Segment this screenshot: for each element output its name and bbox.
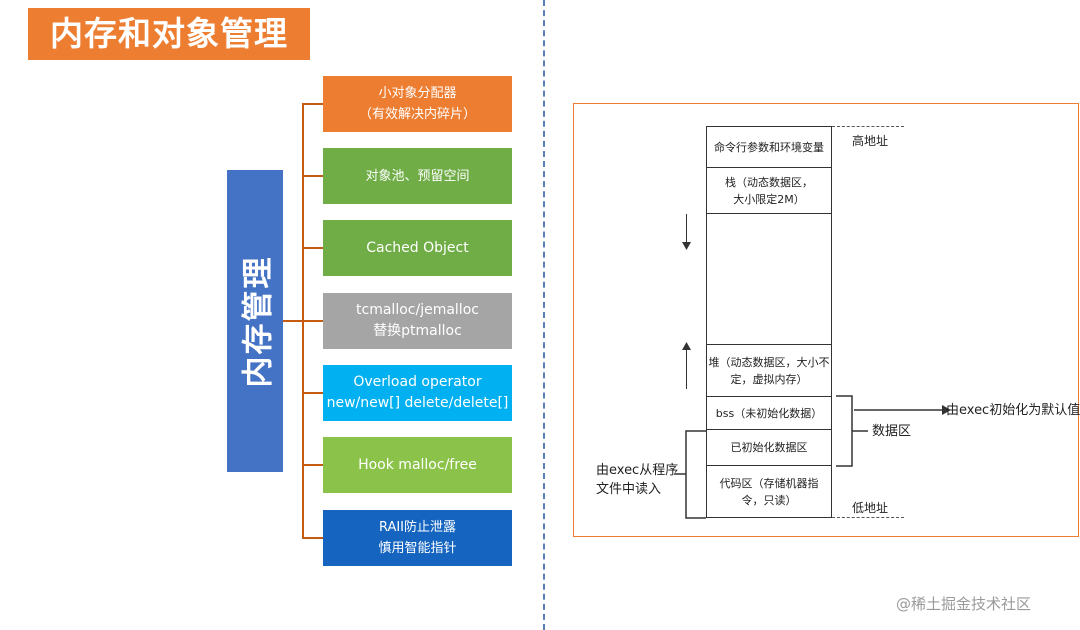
branch-hook-malloc-free: Hook malloc/free (323, 437, 512, 493)
branch-sublabel: new/new[] delete/delete[] (326, 395, 509, 411)
heap-growth-arrow (686, 349, 687, 389)
tree-connector-branch-2 (302, 175, 323, 177)
data-area-bracket (836, 395, 868, 467)
page-title: 内存和对象管理 (28, 8, 310, 60)
high-address-label: 高地址 (852, 134, 889, 148)
up-arrow-icon (682, 342, 691, 350)
high-address-guide (832, 126, 904, 127)
tree-connector-root (283, 320, 303, 322)
branch-sublabel: 慎用智能指针 (378, 541, 457, 556)
memory-layout-panel: 高地址 命令行参数和环境变量 栈（动态数据区， 大小限定2M） 堆（动态数据区，… (573, 103, 1080, 537)
tree-connector-branch-4 (302, 320, 323, 322)
watermark: @稀土掘金技术社区 (896, 595, 1032, 613)
segment-free-space (706, 213, 832, 344)
tree-connector-branch-6 (302, 464, 323, 466)
segment-code: 代码区（存储机器指 令，只读） (706, 465, 832, 518)
branch-label: Hook malloc/free (358, 456, 477, 473)
branch-cached-object: Cached Object (323, 220, 512, 276)
tree-connector-branch-3 (302, 247, 323, 249)
low-address-guide (832, 517, 904, 518)
branch-overload-operator: Overload operator new/new[] delete/delet… (323, 365, 512, 421)
data-area-label: 数据区 (872, 424, 912, 439)
branch-small-object-allocator: 小对象分配器 （有效解决内碎片） (323, 76, 512, 132)
stack-growth-arrow (686, 214, 687, 246)
segment-bss: bss（未初始化数据） (706, 396, 832, 429)
tree-connector-branch-7 (302, 537, 323, 539)
branch-label: 小对象分配器 (378, 86, 457, 101)
tree-connector-branch-1 (302, 103, 323, 105)
branch-raii: RAII防止泄露 慎用智能指针 (323, 510, 512, 566)
exec-read-bracket (674, 430, 706, 519)
exec-read-label: 由exec从程序 文件中读入 (596, 463, 679, 497)
tree-connector-branch-5 (302, 392, 323, 394)
segment-heap: 堆（动态数据区，大小不 定，虚拟内存） (706, 344, 832, 396)
bss-init-arrow (854, 405, 951, 415)
branch-label: RAII防止泄露 (378, 520, 457, 535)
low-address-label: 低地址 (852, 501, 889, 515)
segment-initialized-data: 已初始化数据区 (706, 429, 832, 465)
segment-stack: 栈（动态数据区， 大小限定2M） (706, 167, 832, 213)
root-node-label: 内存管理 (240, 255, 277, 387)
section-divider (543, 0, 545, 630)
down-arrow-icon (682, 242, 691, 250)
branch-object-pool: 对象池、预留空间 (323, 148, 512, 204)
branch-sublabel: 替换ptmalloc (373, 323, 462, 339)
root-node-memory-management: 内存管理 (227, 170, 283, 472)
segment-cmdline-env: 命令行参数和环境变量 (706, 126, 832, 167)
branch-tcmalloc-jemalloc: tcmalloc/jemalloc 替换ptmalloc (323, 293, 512, 349)
branch-label: tcmalloc/jemalloc (356, 302, 479, 318)
branch-label: Cached Object (366, 239, 469, 256)
branch-label: 对象池、预留空间 (365, 168, 470, 184)
branch-sublabel: （有效解决内碎片） (358, 107, 476, 122)
exec-init-label: 由exec初始化为默认值 (946, 403, 1080, 418)
branch-label: Overload operator (353, 374, 482, 390)
